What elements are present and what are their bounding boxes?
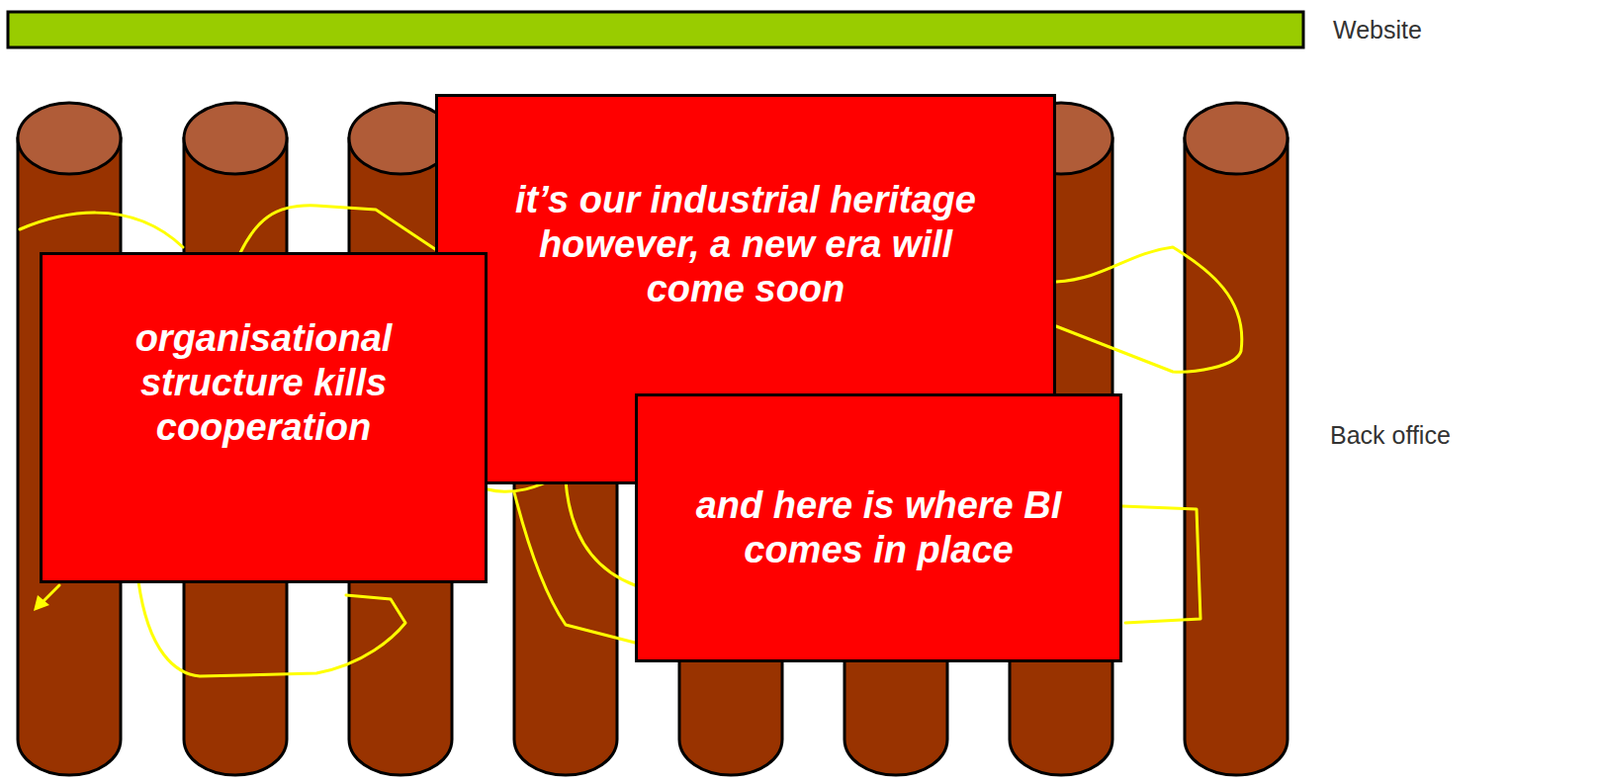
area-label: Website <box>1333 15 1423 45</box>
flow-line <box>1122 506 1201 623</box>
website-bar <box>7 11 1304 48</box>
flow-line <box>514 492 635 643</box>
flow-arrowhead <box>33 595 50 612</box>
callout-box: and here is where BI comes in place <box>634 393 1123 663</box>
callout-text: it’s our industrial heritage <box>487 177 1004 223</box>
callout-text: however, a new era will come soon <box>487 222 1004 312</box>
pillar-body <box>1184 138 1288 776</box>
flow-line <box>237 205 436 260</box>
flow-line <box>1056 247 1243 372</box>
callout-text: organisational structure kills cooperati… <box>52 316 475 449</box>
flow-line <box>138 581 406 677</box>
back-office-pillars <box>17 102 1288 776</box>
flow-line <box>19 212 183 248</box>
pillar-top <box>1184 102 1288 175</box>
flow-line <box>41 585 60 604</box>
callout-box: organisational structure kills cooperati… <box>39 252 488 584</box>
callout-text: and here is where BI comes in place <box>677 483 1080 573</box>
area-label: Back office <box>1330 421 1451 450</box>
flow-line <box>565 480 635 586</box>
pillar-top <box>183 102 287 175</box>
pillar-top <box>17 102 121 175</box>
